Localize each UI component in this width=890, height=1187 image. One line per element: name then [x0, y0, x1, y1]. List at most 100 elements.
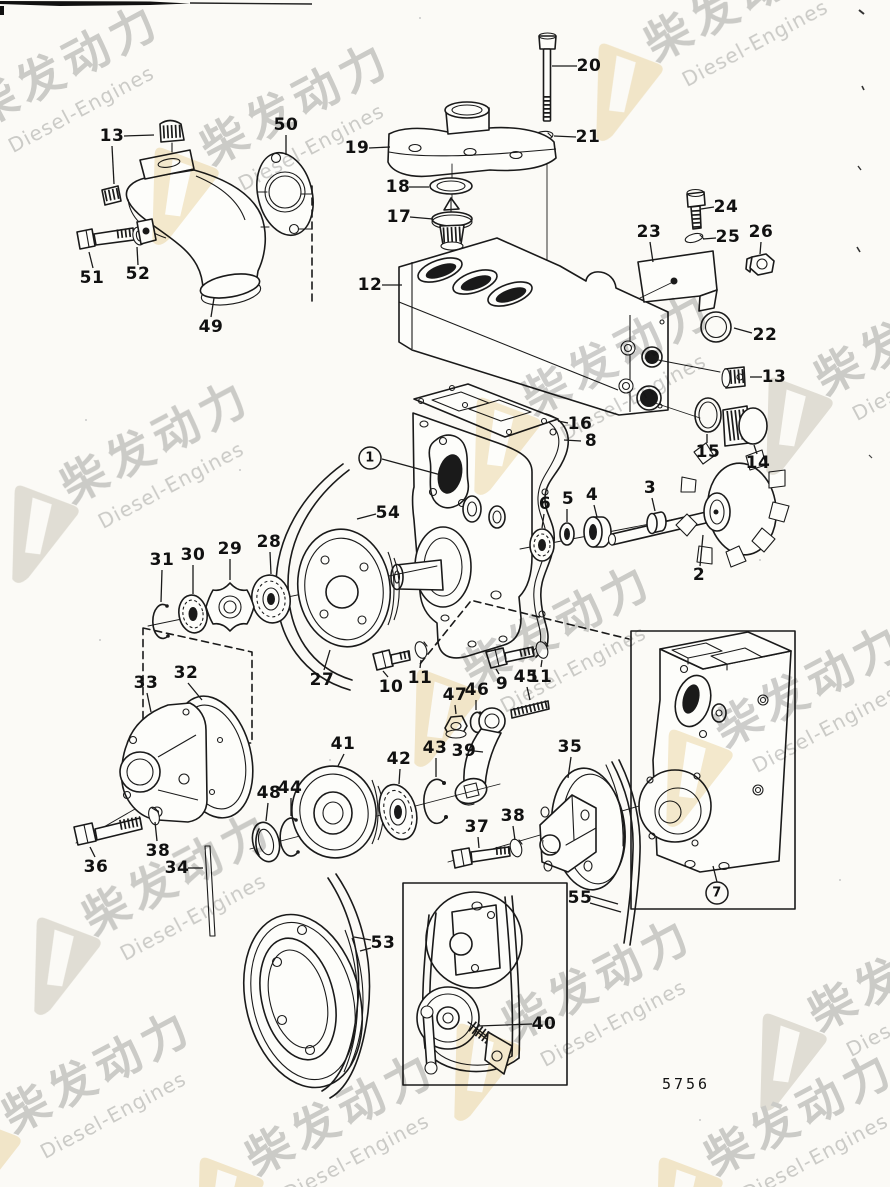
callout-13: 13: [100, 126, 155, 185]
callout-35: 35: [558, 737, 582, 779]
callout-24: 24: [700, 197, 738, 217]
ring-44: [279, 817, 299, 857]
belt-53: [329, 873, 371, 1099]
svg-text:16: 16: [568, 414, 593, 434]
cover-19: [387, 126, 557, 178]
part-group-manifold: [398, 188, 775, 447]
svg-text:40: 40: [532, 1014, 557, 1034]
svg-text:11: 11: [528, 667, 553, 687]
svg-text:33: 33: [134, 673, 159, 693]
svg-text:25: 25: [716, 227, 741, 247]
washer-25: [684, 232, 704, 244]
svg-text:7: 7: [712, 886, 722, 901]
callout-54: 54: [356, 503, 401, 523]
callout-21: 21: [553, 127, 600, 147]
callout-29: 29: [218, 539, 243, 580]
svg-text:19: 19: [345, 138, 370, 158]
svg-text:44: 44: [278, 778, 303, 798]
gasket-18: [429, 177, 473, 195]
callout-40: 40: [477, 1014, 557, 1034]
callout-19: 19: [345, 138, 391, 158]
rod-34: [204, 845, 216, 937]
bolt-9: [485, 647, 508, 669]
svg-text:38: 38: [501, 806, 526, 826]
watermark-cn-text: 柴发动力: [805, 260, 890, 405]
brand-logo-icon: [34, 917, 101, 1015]
callout-9: 9: [495, 668, 508, 694]
svg-text:28: 28: [257, 532, 282, 552]
belt-55: [611, 761, 634, 944]
callout-27: 27: [310, 649, 334, 690]
brand-logo-icon: [454, 1023, 521, 1121]
svg-text:20: 20: [577, 56, 602, 76]
scan-artifacts: [0, 1, 873, 1121]
svg-text:42: 42: [387, 749, 412, 769]
snap-ring-43: [423, 778, 447, 825]
callout-12: 12: [358, 275, 402, 295]
callout-14: 14: [746, 444, 771, 473]
svg-text:39: 39: [452, 741, 477, 761]
callout-38: 38: [146, 821, 171, 861]
brand-logo-icon: [474, 397, 541, 495]
figure-number: 5756: [662, 1075, 710, 1093]
callout-53: 53: [353, 933, 396, 953]
watermark-cn-text: 柴发动力: [799, 896, 890, 1041]
callout-16: 16: [557, 414, 593, 434]
washer-11: [414, 641, 428, 659]
callout-25: 25: [702, 227, 741, 247]
callout-45: 45: [514, 667, 538, 701]
washer-38b: [509, 838, 523, 858]
manifold-ports: [417, 257, 533, 307]
callout-15: 15: [696, 434, 721, 462]
callout-20: 20: [552, 56, 601, 76]
callout-34: 34: [165, 858, 203, 878]
svg-text:50: 50: [274, 115, 299, 135]
svg-text:17: 17: [387, 207, 412, 227]
svg-text:15: 15: [696, 442, 721, 462]
brand-logo-icon: [656, 1157, 723, 1187]
callout-50: 50: [274, 115, 299, 155]
svg-text:53: 53: [371, 933, 396, 953]
svg-text:13: 13: [100, 126, 125, 146]
svg-text:38: 38: [146, 841, 171, 861]
svg-text:49: 49: [199, 317, 224, 337]
svg-text:29: 29: [218, 539, 243, 559]
callout-17: 17: [387, 207, 434, 227]
part-group-pump-35: [447, 759, 681, 946]
svg-text:9: 9: [496, 674, 508, 694]
bolt-37: [451, 847, 473, 869]
svg-text:52: 52: [126, 264, 151, 284]
washer-38: [148, 806, 160, 826]
callout-28: 28: [257, 532, 282, 575]
callout-26: 26: [749, 222, 774, 255]
callout-18: 18: [386, 177, 429, 197]
callout-39: 39: [452, 741, 484, 761]
svg-text:6: 6: [539, 494, 551, 514]
part-group-water-pump-33: [73, 627, 254, 937]
callout-8: 8: [563, 431, 597, 451]
svg-text:34: 34: [165, 858, 190, 878]
svg-text:37: 37: [465, 817, 490, 837]
snap-ring-31: [152, 603, 169, 640]
brand-logo-icon: [766, 377, 833, 475]
svg-text:32: 32: [174, 663, 199, 683]
callout-44: 44: [278, 778, 303, 816]
callout-7: 7: [705, 865, 729, 905]
svg-text:51: 51: [80, 268, 105, 288]
callout-2: 2: [693, 534, 705, 585]
oring-22: [700, 311, 732, 343]
svg-text:4: 4: [586, 485, 598, 505]
svg-text:22: 22: [753, 325, 778, 345]
svg-text:8: 8: [585, 431, 597, 451]
svg-text:14: 14: [746, 453, 771, 473]
ring-15: [694, 397, 722, 433]
svg-text:54: 54: [376, 503, 401, 523]
callout-41: 41: [331, 734, 355, 767]
callout-10: 10: [379, 670, 403, 697]
svg-text:2: 2: [693, 565, 705, 585]
svg-text:26: 26: [749, 222, 774, 242]
